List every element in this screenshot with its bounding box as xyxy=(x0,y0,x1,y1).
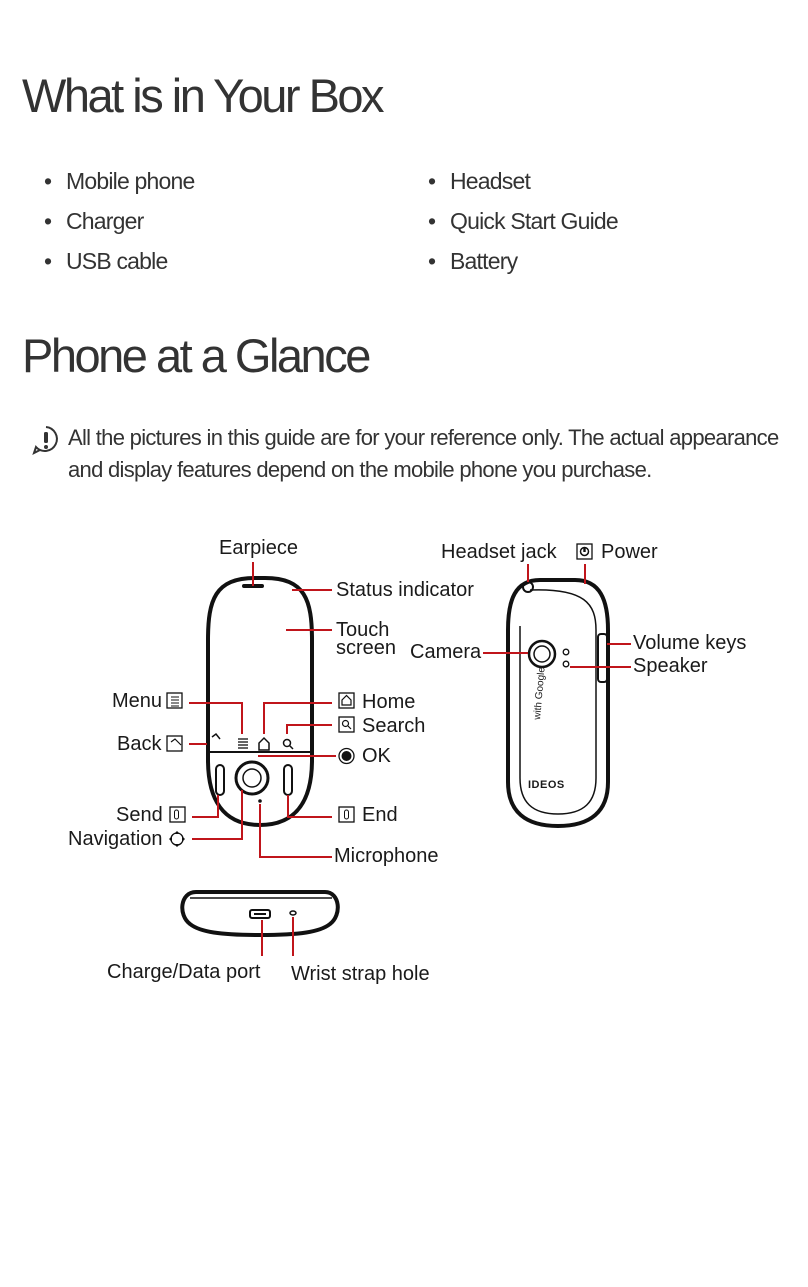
label-search: Search xyxy=(362,715,425,737)
wrist-strap-hole xyxy=(289,910,297,916)
label-menu: Menu xyxy=(112,690,162,712)
list-item: Charger xyxy=(44,201,195,241)
ideos-brand-text: IDEOS xyxy=(528,779,565,791)
phone-back: with Google IDEOS xyxy=(506,578,610,829)
microphone-hole xyxy=(258,799,262,803)
back-icon xyxy=(166,735,183,752)
back-key-icon xyxy=(211,732,221,740)
box-list-right: Headset Quick Start Guide Battery xyxy=(428,161,619,281)
label-status-indicator: Status indicator xyxy=(336,579,474,601)
list-item: Headset xyxy=(428,161,618,201)
phone-diagram: Earpiece Status indicator Touch screen M… xyxy=(68,537,746,985)
label-home: Home xyxy=(362,691,415,713)
end-key xyxy=(283,764,293,796)
charge-port xyxy=(249,909,271,919)
label-navigation: Navigation xyxy=(68,828,163,850)
ok-icon xyxy=(338,747,355,765)
list-item: Battery xyxy=(428,241,618,281)
section-title-box: What is in Your Box xyxy=(22,69,385,122)
label-touch: Touch xyxy=(336,619,389,641)
list-item: Quick Start Guide xyxy=(428,201,619,241)
label-power: Power xyxy=(601,541,658,563)
label-earpiece: Earpiece xyxy=(219,537,298,559)
label-send: Send xyxy=(116,804,163,826)
label-microphone: Microphone xyxy=(334,845,439,867)
list-item: Mobile phone xyxy=(44,161,195,201)
menu-icon xyxy=(166,692,183,709)
search-key-icon xyxy=(282,738,294,750)
ok-button xyxy=(242,768,262,788)
note-line: All the pictures in this guide are for y… xyxy=(68,425,779,450)
label-volume-keys: Volume keys xyxy=(633,632,746,654)
google-logo-text: with Google xyxy=(532,666,548,721)
send-key xyxy=(215,764,225,796)
label-headset-jack: Headset jack xyxy=(441,541,558,563)
box-list-left: Mobile phone Charger USB cable xyxy=(44,161,195,281)
label-screen: screen xyxy=(336,637,396,659)
note-line: and display features depend on the mobil… xyxy=(68,457,652,482)
power-icon xyxy=(576,543,593,560)
speaker-hole xyxy=(562,648,570,656)
navigation-icon xyxy=(169,831,185,847)
home-key-icon xyxy=(258,736,270,751)
label-ok: OK xyxy=(362,745,392,767)
send-icon xyxy=(169,806,186,823)
label-end: End xyxy=(362,804,398,826)
volume-keys xyxy=(597,633,608,683)
end-icon xyxy=(338,806,355,823)
home-icon xyxy=(338,692,355,709)
label-wrist-strap: Wrist strap hole xyxy=(291,963,430,985)
phone-front xyxy=(206,576,314,828)
label-back: Back xyxy=(117,733,162,755)
search-icon xyxy=(338,716,355,733)
menu-key-icon xyxy=(238,738,248,749)
navigation-ring xyxy=(234,760,270,796)
label-camera: Camera xyxy=(410,641,482,663)
phone-bottom xyxy=(180,890,340,938)
note-lightbulb-icon xyxy=(32,426,58,455)
label-charge-port: Charge/Data port xyxy=(107,961,261,983)
camera-lens xyxy=(527,639,557,669)
note-text: All the pictures in this guide are for y… xyxy=(68,422,798,486)
section-title-glance: Phone at a Glance xyxy=(22,329,371,382)
label-speaker: Speaker xyxy=(633,655,708,677)
list-item: USB cable xyxy=(44,241,195,281)
